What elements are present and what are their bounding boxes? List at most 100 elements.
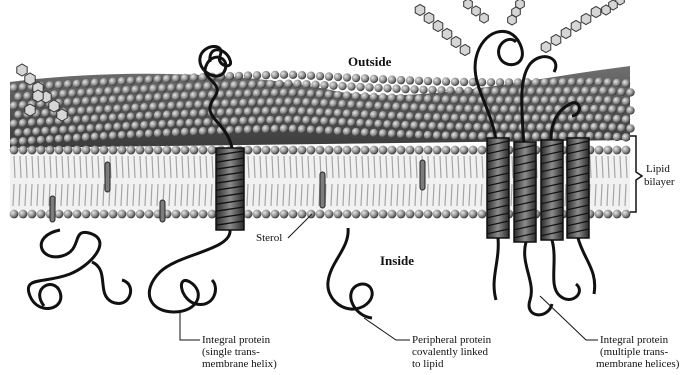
cytoplasmic-tail bbox=[552, 240, 579, 299]
sugar-residue bbox=[17, 64, 27, 76]
lipid-headgroup bbox=[275, 98, 283, 106]
lipid-headgroup bbox=[622, 79, 630, 87]
lipid-headgroup bbox=[374, 120, 382, 128]
lipid-headgroup bbox=[361, 92, 369, 100]
lipid-headgroup bbox=[37, 210, 46, 219]
lipid-headgroup bbox=[280, 146, 289, 155]
lipid-headgroup bbox=[131, 121, 139, 129]
lipid-headgroup bbox=[361, 210, 370, 219]
lipid-headgroup bbox=[266, 98, 274, 106]
lipid-headgroup bbox=[352, 210, 361, 219]
lipid-headgroup bbox=[163, 93, 171, 101]
lipid-headgroup bbox=[41, 127, 49, 135]
lipid-headgroup bbox=[379, 129, 387, 137]
lipid-headgroup bbox=[455, 87, 463, 95]
lipid-headgroup bbox=[469, 132, 477, 140]
lipid-headgroup bbox=[550, 78, 558, 86]
lipid-headgroup bbox=[365, 101, 373, 109]
lipid-headgroup bbox=[437, 86, 445, 94]
lipid-headgroup bbox=[397, 76, 405, 84]
lipid-headgroup bbox=[172, 210, 181, 219]
lipid-headgroup bbox=[469, 96, 477, 104]
lipid-headgroup bbox=[604, 96, 612, 104]
lipid-headgroup bbox=[545, 105, 553, 113]
lipid-headgroup bbox=[86, 124, 94, 132]
lipid-headgroup bbox=[604, 132, 612, 140]
lipid-headgroup bbox=[433, 95, 441, 103]
lipid-headgroup bbox=[167, 120, 175, 128]
lipid-headgroup bbox=[370, 210, 379, 219]
lipid-headgroup bbox=[235, 126, 243, 134]
lipid-headgroup bbox=[158, 102, 166, 110]
lipid-headgroup bbox=[275, 116, 283, 124]
lipid-headgroup bbox=[374, 102, 382, 110]
lipid-headgroup bbox=[28, 136, 36, 144]
lipid-headgroup bbox=[433, 131, 441, 139]
lipid-headgroup bbox=[50, 126, 58, 134]
lipid-headgroup bbox=[595, 132, 603, 140]
lipid-headgroup bbox=[109, 95, 117, 103]
lipid-headgroup bbox=[122, 122, 130, 130]
lipid-headgroup bbox=[203, 118, 211, 126]
lipid-headgroup bbox=[68, 125, 76, 133]
lipid-headgroup bbox=[289, 210, 298, 219]
lipid-headgroup bbox=[352, 146, 361, 155]
cytoplasmic-tail bbox=[578, 238, 595, 294]
lipid-headgroup bbox=[433, 146, 442, 155]
lipid-headgroup bbox=[262, 89, 270, 97]
lipid-headgroup bbox=[118, 131, 126, 139]
lipid-headgroup bbox=[622, 210, 631, 219]
lipid-headgroup bbox=[293, 116, 301, 124]
lipid-headgroup bbox=[302, 80, 310, 88]
lipid-headgroup bbox=[181, 74, 189, 82]
lipid-headgroup bbox=[613, 79, 621, 87]
lipid-headgroup bbox=[154, 93, 162, 101]
lipid-headgroup bbox=[176, 119, 184, 127]
lipid-headgroup bbox=[253, 107, 261, 115]
lipid-headgroup bbox=[334, 146, 343, 155]
lipid-headgroup bbox=[397, 146, 406, 155]
lipid-headgroup bbox=[437, 104, 445, 112]
lipid-headgroup bbox=[397, 94, 405, 102]
lipid-headgroup bbox=[559, 132, 567, 140]
lipid-headgroup bbox=[23, 92, 31, 100]
lipid-headgroup bbox=[55, 146, 64, 155]
lipid-headgroup bbox=[82, 79, 90, 87]
lipid-headgroup bbox=[392, 85, 400, 93]
lipid-headgroup bbox=[68, 107, 76, 115]
lipid-headgroup bbox=[451, 96, 459, 104]
lipid-headgroup bbox=[109, 210, 118, 219]
lipid-headgroup bbox=[172, 146, 181, 155]
lipid-headgroup bbox=[527, 105, 535, 113]
lipid-headgroup bbox=[307, 89, 315, 97]
inner-leaflet-headgroups bbox=[10, 210, 631, 219]
integral-single-label-line3: membrane helix) bbox=[202, 358, 277, 370]
lipid-headgroup bbox=[604, 210, 613, 219]
lipid-headgroup bbox=[617, 106, 625, 114]
lipid-headgroup bbox=[577, 78, 585, 86]
lipid-headgroup bbox=[541, 132, 549, 140]
lipid-headgroup bbox=[118, 113, 126, 121]
lipid-headgroup bbox=[383, 84, 391, 92]
lipid-headgroup bbox=[347, 82, 355, 90]
lipid-headgroup bbox=[541, 78, 549, 86]
lipid-headgroup bbox=[424, 77, 432, 85]
lipid-headgroup bbox=[262, 71, 270, 79]
lipid-headgroup bbox=[181, 92, 189, 100]
lipid-headgroup bbox=[334, 73, 342, 81]
lipid-headgroup bbox=[487, 96, 495, 104]
lipid-headgroup bbox=[271, 71, 279, 79]
lipid-headgroup bbox=[437, 122, 445, 130]
lipid-headgroup bbox=[424, 113, 432, 121]
lipid-headgroup bbox=[514, 78, 522, 86]
lipid-headgroup bbox=[469, 210, 478, 219]
lipid-headgroup bbox=[271, 146, 280, 155]
lipid-headgroup bbox=[298, 210, 307, 219]
lipid-headgroup bbox=[239, 81, 247, 89]
lipid-headgroup bbox=[455, 123, 463, 131]
lipid-headgroup bbox=[190, 127, 198, 135]
lipid-headgroup bbox=[302, 98, 310, 106]
lipid-headgroup bbox=[64, 146, 73, 155]
lipid-headgroup bbox=[289, 146, 298, 155]
